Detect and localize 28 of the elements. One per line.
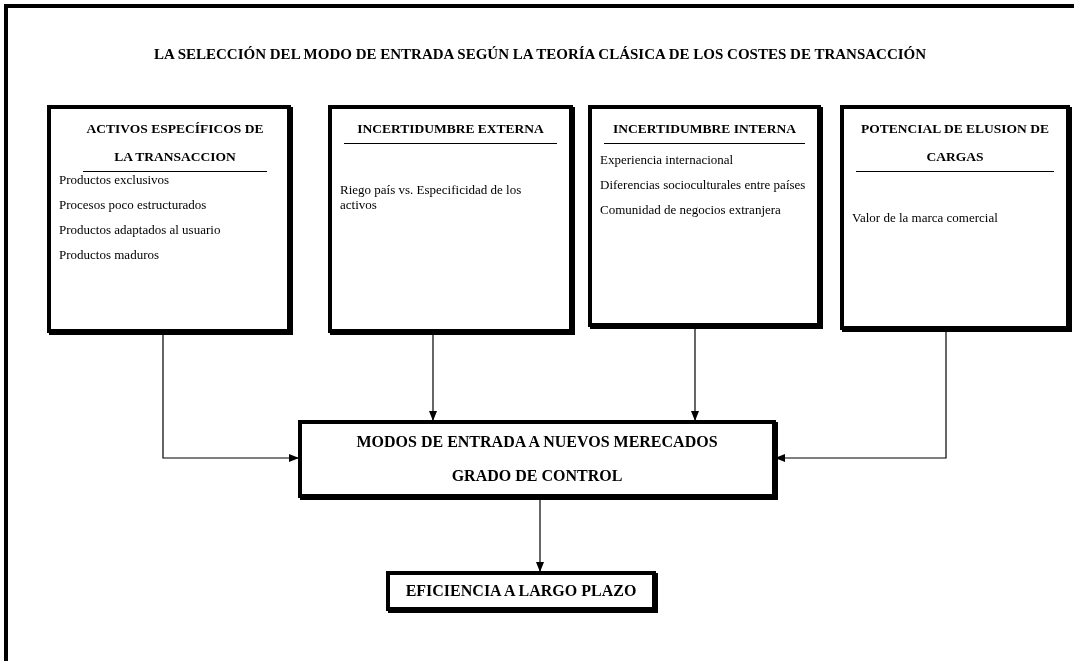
factor-item: Productos maduros bbox=[59, 247, 161, 262]
factor-item: Experiencia internacional bbox=[600, 152, 735, 167]
arrow bbox=[775, 329, 947, 462]
box-text: GRADO DE CONTROL bbox=[451, 466, 623, 486]
process-box bbox=[386, 571, 656, 611]
factor-item: Comunidad de negocios extranjera bbox=[600, 202, 782, 217]
factor-item: Valor de la marca comercial bbox=[852, 210, 999, 225]
factor-box bbox=[328, 105, 573, 333]
factor-box bbox=[588, 105, 821, 327]
diagram-title: LA SELECCIÓN DEL MODO DE ENTRADA SEGÚN LA TEORÍA CLÁSICA DE LOS COSTES DE TRANSACCIÓN bbox=[152, 46, 928, 63]
box-heading: INCERTIDUMBRE EXTERNA bbox=[344, 115, 557, 144]
factor-item: Productos exclusivos bbox=[59, 172, 171, 187]
arrow bbox=[691, 326, 699, 421]
factor-box bbox=[47, 105, 291, 333]
process-box bbox=[298, 420, 776, 498]
box-heading: ACTIVOS ESPECÍFICOS DE LA TRANSACCION bbox=[83, 115, 267, 172]
factor-box bbox=[840, 105, 1070, 330]
factor-item: Productos adaptados al usuario bbox=[59, 222, 222, 237]
factor-item: Diferencias socioculturales entre países bbox=[600, 177, 807, 192]
arrow bbox=[429, 332, 437, 421]
arrow bbox=[536, 497, 544, 572]
factor-item: Procesos poco estructurados bbox=[59, 197, 208, 212]
factor-item: Riego país vs. Especificidad de los activos bbox=[340, 182, 523, 212]
box-heading: INCERTIDUMBRE INTERNA bbox=[604, 115, 805, 144]
box-heading: POTENCIAL DE ELUSION DE CARGAS bbox=[856, 115, 1054, 172]
box-text: EFICIENCIA A LARGO PLAZO bbox=[405, 581, 637, 601]
arrow bbox=[162, 332, 299, 462]
box-text: MODOS DE ENTRADA A NUEVOS MERECADOS bbox=[356, 432, 718, 452]
